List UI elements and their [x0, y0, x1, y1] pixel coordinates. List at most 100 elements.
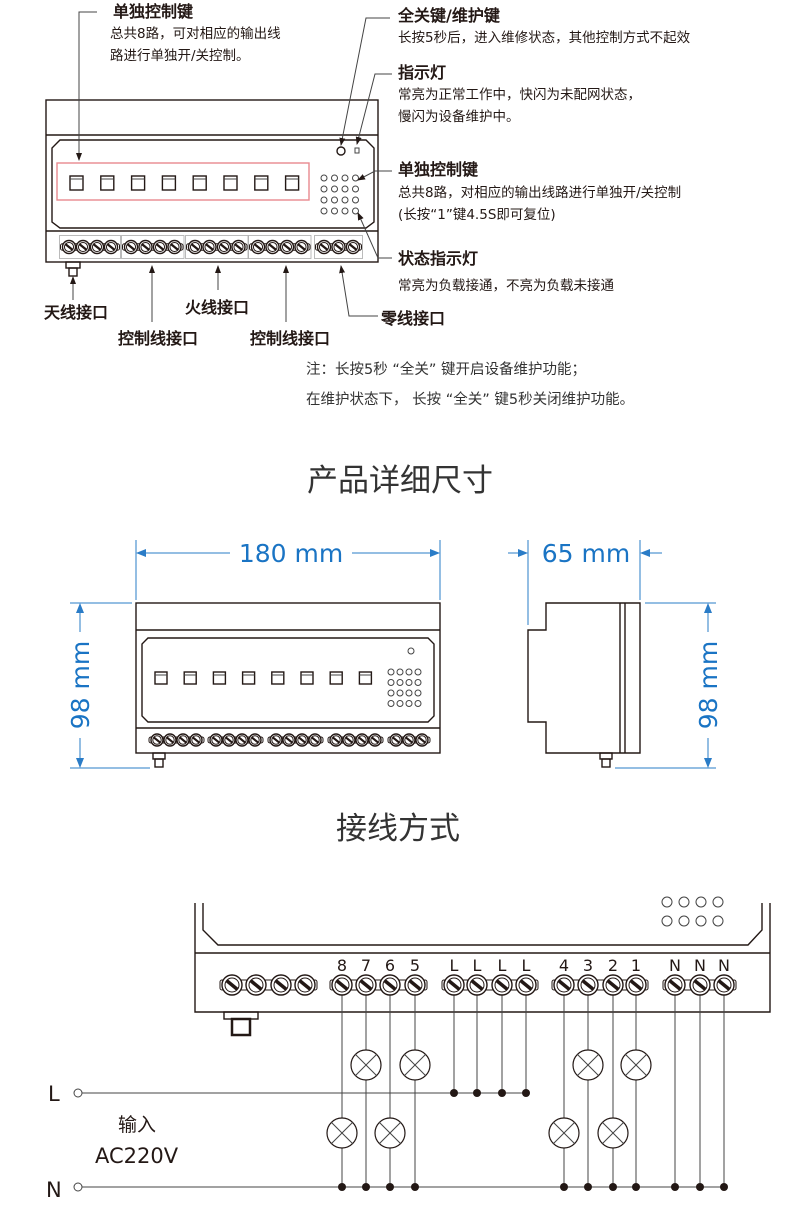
junction-dot — [522, 1089, 530, 1097]
key-2 — [183, 671, 197, 685]
svg-text:总共8路，可对相应的输出线: 总共8路，可对相应的输出线 — [110, 25, 281, 42]
terminal-label-L: L — [450, 956, 459, 975]
status-led — [387, 668, 395, 676]
status-led — [352, 207, 359, 215]
svg-text:单独控制键: 单独控制键 — [113, 2, 193, 21]
status-led — [396, 689, 404, 697]
junction-dot — [560, 1183, 568, 1191]
terminal-strip — [59, 235, 363, 259]
label-neutral-port: 零线接口 — [380, 309, 445, 328]
status-led — [331, 207, 338, 215]
status-led — [341, 196, 349, 204]
key-6 — [223, 175, 238, 191]
status-led — [405, 679, 413, 686]
front-panel — [51, 139, 375, 229]
callout-all-off-key: 全关键/维护键 长按5秒后，进入维修状态，其他控制方式不起效 — [397, 6, 691, 46]
status-led — [320, 185, 328, 193]
terminal-label-L: L — [473, 956, 482, 975]
junction-dot — [411, 1183, 419, 1191]
terminal-label-N: N — [669, 956, 681, 975]
junction-dot — [450, 1089, 458, 1097]
status-led — [341, 185, 349, 193]
status-lights — [320, 174, 359, 215]
junction-dot — [338, 1183, 346, 1191]
svg-text:(长按“1”键4.5S即可复位): (长按“1”键4.5S即可复位) — [398, 206, 556, 223]
status-led — [661, 896, 673, 908]
callout-individual-keys-top: 单独控制键 总共8路，可对相应的输出线 路进行单独开/关控制。 — [110, 2, 281, 64]
svg-text:单独控制键: 单独控制键 — [398, 160, 478, 179]
junction-dot — [632, 1183, 640, 1191]
individual-keys — [69, 175, 300, 191]
junction-dot — [386, 1183, 394, 1191]
dimension-height-side: 98 mm — [615, 602, 723, 769]
key-5 — [271, 671, 285, 685]
svg-text:全关键/维护键: 全关键/维护键 — [397, 6, 500, 25]
input-voltage: AC220V — [95, 1144, 179, 1168]
wiring-device — [194, 896, 771, 1037]
key-8 — [284, 175, 300, 191]
terminal-label-1: 1 — [631, 956, 641, 975]
status-led — [320, 196, 328, 204]
line-l-label: L — [48, 1082, 60, 1106]
status-led — [352, 174, 359, 182]
terminal-label-6: 6 — [385, 956, 395, 975]
all-off-key — [336, 146, 346, 156]
status-led — [387, 679, 395, 686]
status-led — [414, 689, 422, 697]
terminal-label-8: 8 — [337, 956, 347, 975]
svg-text:65 mm: 65 mm — [542, 539, 630, 568]
svg-text:长按5秒后，进入维修状态，其他控制方式不起效: 长按5秒后，进入维修状态，其他控制方式不起效 — [398, 30, 691, 46]
svg-text:总共8路，对相应的输出线路进行单独开/关控制: 总共8路，对相应的输出线路进行单独开/关控制 — [398, 184, 681, 201]
status-led — [396, 668, 404, 676]
junction-dot — [671, 1183, 679, 1191]
callout-indicator-light: 指示灯 常亮为正常工作中，快闪为未配网状态， 慢闪为设备维护中。 — [398, 63, 641, 125]
status-led — [396, 679, 404, 686]
key-7 — [254, 175, 269, 191]
label-control-port-1: 控制线接口 — [118, 329, 198, 348]
indicator-light — [354, 147, 360, 154]
label-live-port: 火线接口 — [185, 298, 249, 317]
device-front-view — [45, 99, 379, 277]
junction-dot — [720, 1183, 728, 1191]
key-4 — [161, 175, 177, 191]
dimension-width: 180 mm — [135, 539, 441, 600]
device-body — [45, 99, 379, 263]
callout-lines — [70, 11, 392, 322]
status-led — [320, 207, 328, 215]
terminal-label-7: 7 — [361, 956, 371, 975]
note-line-2: 在维护状态下， 长按 “全关” 键5秒关闭维护功能。 — [306, 390, 634, 408]
wiring-lines — [82, 995, 728, 1191]
status-led — [712, 896, 724, 908]
key-5 — [192, 175, 207, 191]
svg-text:状态指示灯: 状态指示灯 — [398, 249, 478, 268]
svg-text:指示灯: 指示灯 — [398, 63, 446, 82]
key-7 — [329, 671, 343, 685]
status-led — [678, 896, 690, 908]
junction-dot — [473, 1089, 481, 1097]
junction-dot — [584, 1183, 592, 1191]
note-line-1: 注：长按5秒 “全关” 键开启设备维护功能； — [306, 360, 586, 378]
status-led — [695, 896, 707, 908]
dimension-front-view — [135, 602, 441, 768]
status-led — [387, 689, 395, 697]
status-led — [414, 679, 422, 686]
antenna-connector — [65, 261, 81, 269]
terminal-label-L: L — [522, 956, 531, 975]
dimension-height-front: 98 mm — [66, 602, 150, 769]
status-led — [352, 185, 359, 193]
dimension-depth: 65 mm — [508, 539, 662, 625]
status-led — [414, 700, 422, 707]
key-4 — [241, 671, 256, 685]
status-led — [695, 915, 707, 927]
key-2 — [100, 175, 115, 191]
status-led — [678, 915, 690, 927]
terminal-label-L: L — [498, 956, 507, 975]
junction-dot — [696, 1183, 704, 1191]
svg-text:98 mm: 98 mm — [694, 641, 723, 729]
svg-text:常亮为正常工作中，快闪为未配网状态，: 常亮为正常工作中，快闪为未配网状态， — [398, 86, 641, 103]
status-led — [352, 196, 359, 204]
status-led — [341, 207, 349, 215]
svg-text:180 mm: 180 mm — [239, 539, 343, 568]
status-led — [341, 174, 349, 182]
